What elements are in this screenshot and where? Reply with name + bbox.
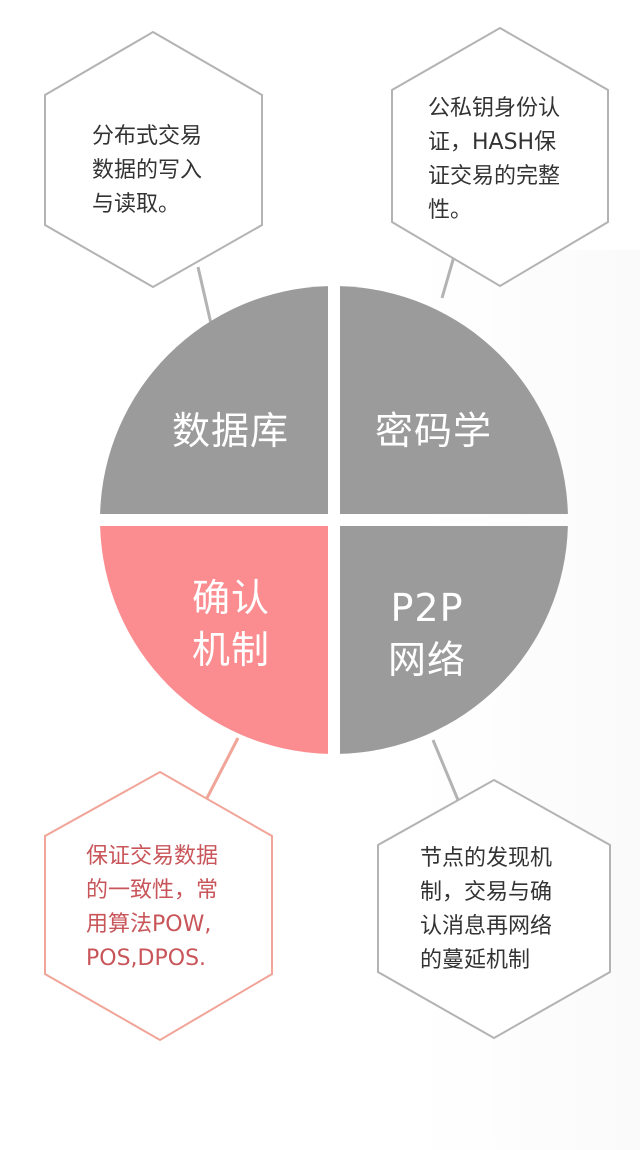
quadrant-label-consensus-line1: 确认 [192, 576, 271, 620]
quadrant-label-p2p-line2: 网络 [388, 638, 467, 682]
quadrant-label-database: 数据库 [172, 409, 290, 453]
callout-text-p2p: 节点的发现机 制，交易与确 认消息再网络 的蔓延机制 [420, 842, 552, 978]
callout-line: 用算法POW, [86, 912, 212, 937]
hexagon-consensus [44, 770, 273, 1042]
quadrant-p2p [340, 526, 568, 754]
callout-line: 分布式交易 [92, 124, 203, 149]
connector-database [196, 266, 214, 329]
callout-text-consensus: 保证交易数据 的一致性，常 用算法POW, POS,DPOS. [86, 840, 218, 976]
callout-text-cryptography: 公私钥身份认 证，HASH保 证交易的完整 性。 [428, 92, 560, 228]
quadrant-label-consensus: 确认 机制 [192, 572, 270, 676]
callout-line: 的一致性，常 [86, 878, 219, 903]
quadrant-consensus [100, 526, 328, 754]
quadrant-label-cryptography: 密码学 [375, 409, 493, 453]
hexagon-database [44, 30, 263, 289]
connector-cryptography [440, 252, 457, 299]
connector-p2p [431, 739, 460, 801]
hexagon-p2p [377, 778, 611, 1040]
callout-line: 证，HASH保 [428, 130, 557, 155]
callout-line: 制，交易与确 [420, 880, 553, 905]
callout-line: 公私钥身份认 [428, 96, 561, 121]
callout-line: 与读取。 [92, 192, 181, 217]
callout-line: 数据的写入 [92, 158, 203, 183]
quadrant-cryptography [340, 286, 568, 514]
callout-line: 性。 [428, 198, 473, 223]
callout-line: POS,DPOS. [86, 946, 207, 971]
callout-line: 证交易的完整 [428, 164, 561, 189]
callout-line: 的蔓延机制 [420, 948, 531, 973]
connector-consensus [205, 737, 240, 799]
quadrant-label-p2p: P2P 网络 [388, 582, 466, 686]
quadrant-database [100, 286, 328, 514]
hexagon-cryptography [391, 26, 609, 288]
callout-line: 认消息再网络 [420, 914, 553, 939]
callout-line: 节点的发现机 [420, 846, 553, 871]
callout-line: 保证交易数据 [86, 844, 219, 869]
quadrant-label-consensus-line2: 机制 [192, 628, 271, 672]
quadrant-label-p2p-line1: P2P [390, 586, 464, 630]
callout-text-database: 分布式交易 数据的写入 与读取。 [92, 120, 202, 222]
